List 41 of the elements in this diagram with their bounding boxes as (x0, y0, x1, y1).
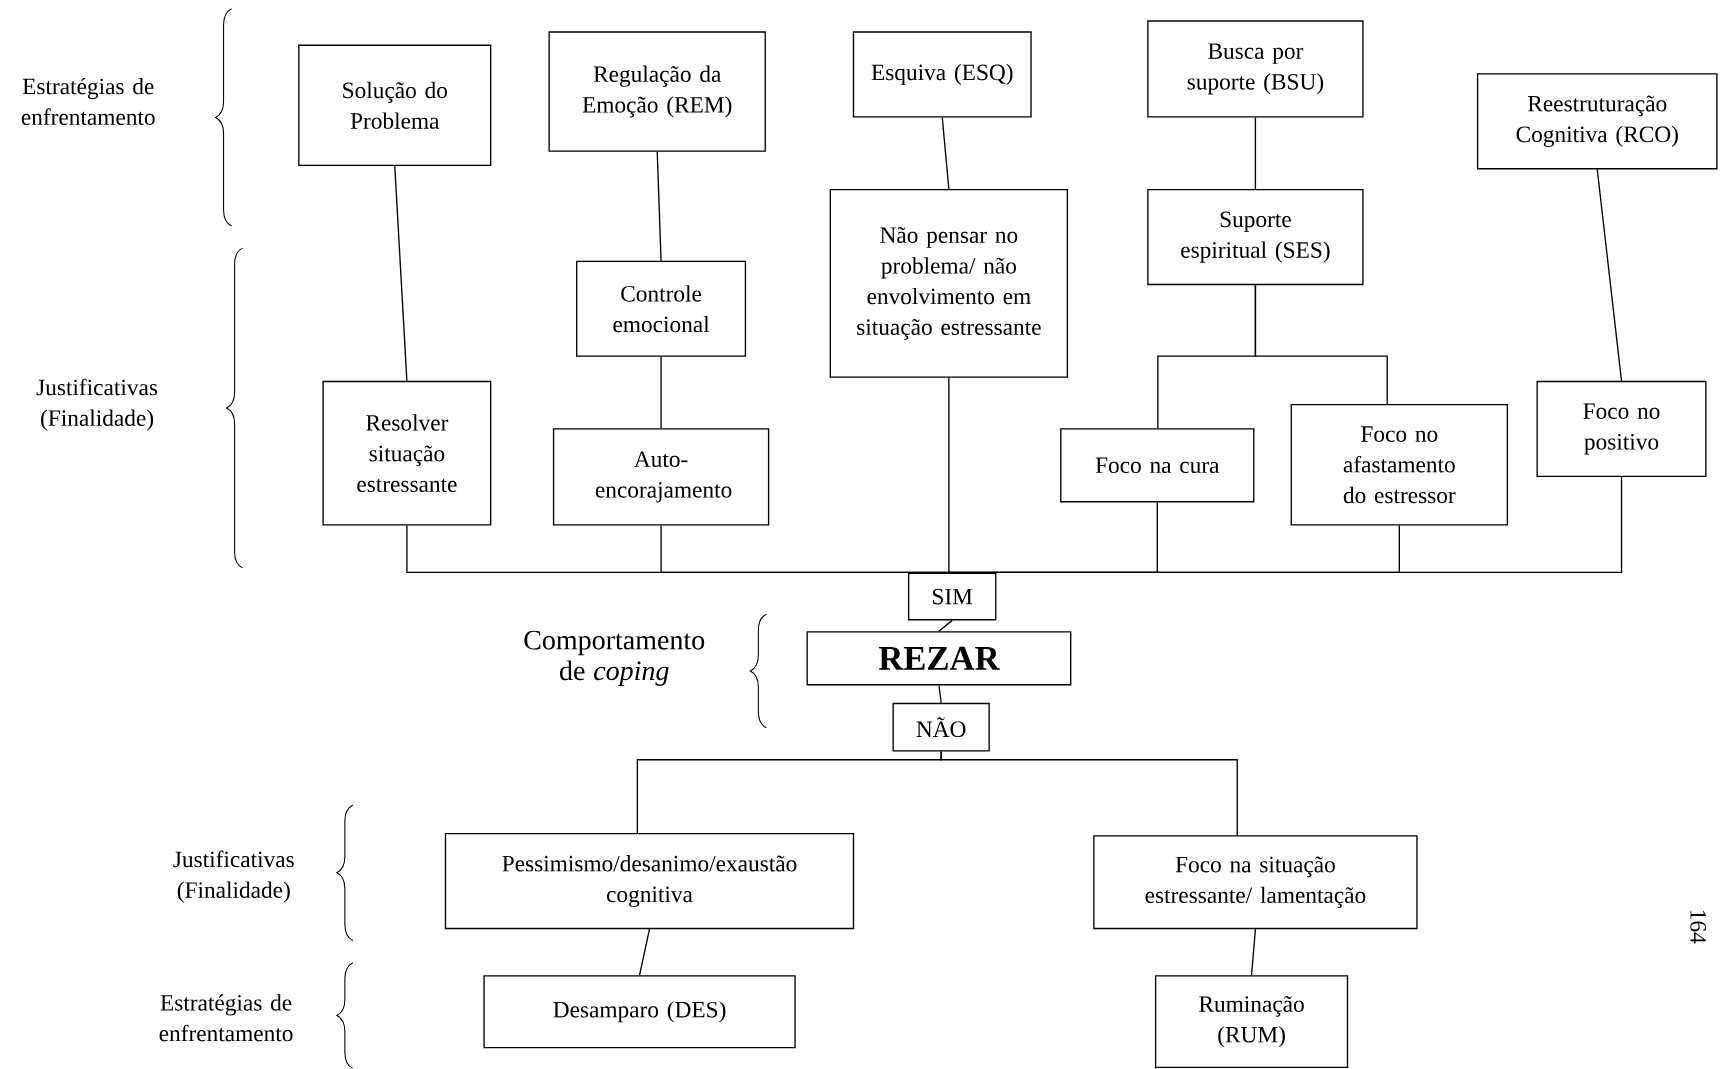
text-box: Busca por suporte (BSU) (1147, 20, 1364, 118)
text-box: Foco na cura (1060, 428, 1255, 503)
connector-line (1250, 928, 1257, 977)
text-box: Suporte espiritual (SES) (1147, 189, 1364, 286)
connector-line (938, 685, 942, 704)
connector-line (940, 751, 1238, 837)
connector-line (941, 117, 950, 190)
connector-line (394, 165, 408, 382)
text-box: Controle emocional (576, 260, 747, 358)
text-box: Não pensar no problema/ não envolvimento em situação estressante (829, 189, 1069, 379)
side-label: Comportamento de coping (524, 630, 705, 687)
answer-box: SIM (907, 573, 997, 621)
text-box: Auto-encorajamento (552, 428, 770, 526)
side-label: Justificativas (Finalidade) (36, 378, 158, 431)
connector-line (660, 525, 951, 574)
text-box: Foco no afastamento do estressor (1290, 404, 1509, 526)
connector-line (1254, 284, 1388, 405)
side-label: Estratégias de enfrentamento (21, 78, 155, 126)
behavior-box: REZAR (806, 631, 1072, 686)
connector-line (656, 151, 662, 262)
text-box: Solução do Problema (298, 44, 492, 167)
text-box: Esquiva (ESQ) (852, 31, 1032, 118)
page-number: 164 (1690, 911, 1706, 944)
side-label: Estratégias de enfrentamento (159, 994, 293, 1042)
text-box: Pessimismo/desanimo/exaustão cognitiva (444, 833, 855, 930)
connector-line (948, 476, 1623, 574)
text-box: Resolver situação estressante (322, 381, 492, 526)
connector-line (948, 377, 951, 574)
connector-line (938, 619, 953, 633)
connector-line (638, 928, 651, 977)
answer-box: NÃO (892, 703, 990, 752)
text-box: Reestruturação Cognitiva (RCO) (1476, 73, 1718, 170)
text-box: Regulação da Emoção (REM) (548, 31, 766, 152)
text-box: Foco no positivo (1536, 381, 1707, 478)
text-box: Desamparo (DES) (483, 975, 796, 1049)
side-label: Justificativas (Finalidade) (173, 850, 294, 903)
text-box: Foco na situação estressante/ lamentação (1093, 835, 1418, 930)
connector-line (1254, 117, 1257, 190)
connector-line (660, 356, 662, 430)
text-box: Ruminação (RUM) (1154, 975, 1349, 1069)
connector-line (1596, 168, 1623, 382)
